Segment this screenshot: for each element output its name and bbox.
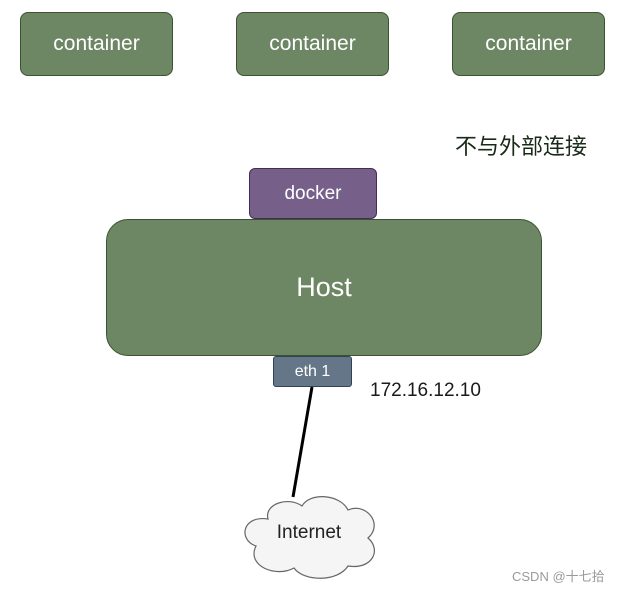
- internet-label: Internet: [276, 522, 342, 543]
- container-label-1: container: [53, 32, 140, 55]
- eth-interface-box[interactable]: eth 1: [273, 356, 352, 387]
- container-label-3: container: [485, 32, 572, 55]
- ip-address-label: 172.16.12.10: [370, 380, 481, 401]
- docker-box[interactable]: docker: [249, 168, 377, 219]
- internet-cloud-icon: [244, 496, 375, 579]
- host-label: Host: [296, 272, 352, 302]
- eth-label: eth 1: [294, 362, 331, 380]
- container-box-2[interactable]: container: [236, 12, 389, 76]
- container-box-3[interactable]: container: [452, 12, 605, 76]
- watermark: CSDN @十七拾: [512, 569, 605, 584]
- connection-line: [291, 386, 314, 498]
- host-box[interactable]: Host: [106, 219, 542, 356]
- container-box-1[interactable]: container: [20, 12, 173, 76]
- isolation-note: 不与外部连接: [455, 134, 588, 159]
- docker-label: docker: [284, 182, 342, 204]
- container-label-2: container: [269, 32, 356, 55]
